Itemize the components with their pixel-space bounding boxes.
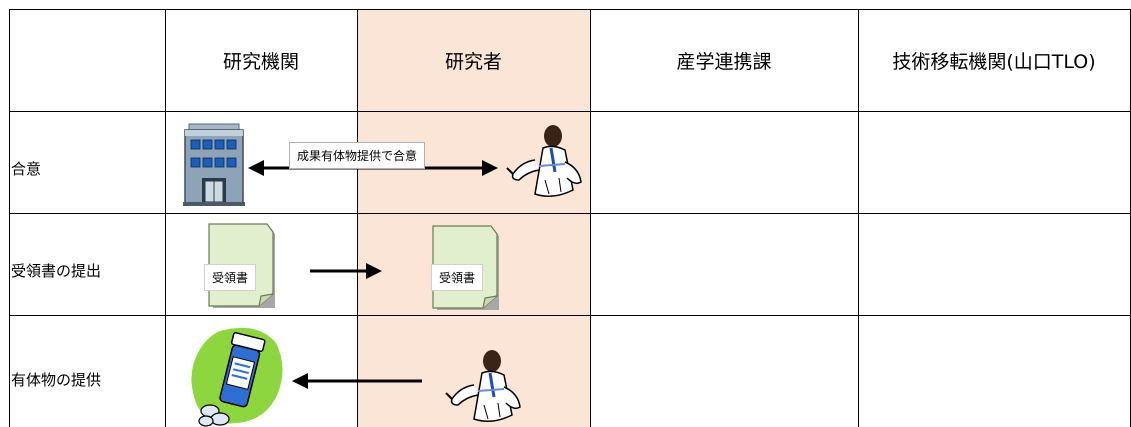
grid-line [858, 9, 859, 427]
grid-line [9, 9, 10, 427]
grid-line [590, 9, 591, 427]
row-label-agreement: 合意 [11, 159, 42, 178]
grid-line [9, 315, 1131, 316]
grid-line [9, 213, 1131, 214]
researcher-icon [506, 125, 582, 197]
row-label-material-provision: 有体物の提供 [11, 370, 102, 389]
grid-line [357, 9, 358, 427]
grid-line [9, 111, 1131, 112]
researcher-icon [445, 350, 521, 422]
medicine-bottle-icon [191, 327, 283, 427]
row-label-receipt-submission: 受領書の提出 [11, 261, 102, 280]
receipt-label-right: 受領書 [431, 264, 484, 291]
arrow-right [310, 263, 382, 279]
header-researcher: 研究者 [444, 50, 502, 73]
header-empty [9, 9, 165, 111]
header-tlo: 技術移転機関(山口TLO) [892, 50, 1096, 73]
building-icon [183, 123, 245, 206]
grid-line [165, 9, 166, 427]
header-industry-collab-division: 産学連携課 [676, 50, 772, 73]
agreement-caption: 成果有体物提供で合意 [289, 142, 426, 169]
grid-line [9, 9, 1131, 10]
receipt-label-left: 受領書 [204, 264, 257, 291]
researcher-column-highlight [357, 9, 590, 427]
header-research-institution: 研究機関 [222, 50, 299, 73]
arrow-left [292, 373, 422, 389]
